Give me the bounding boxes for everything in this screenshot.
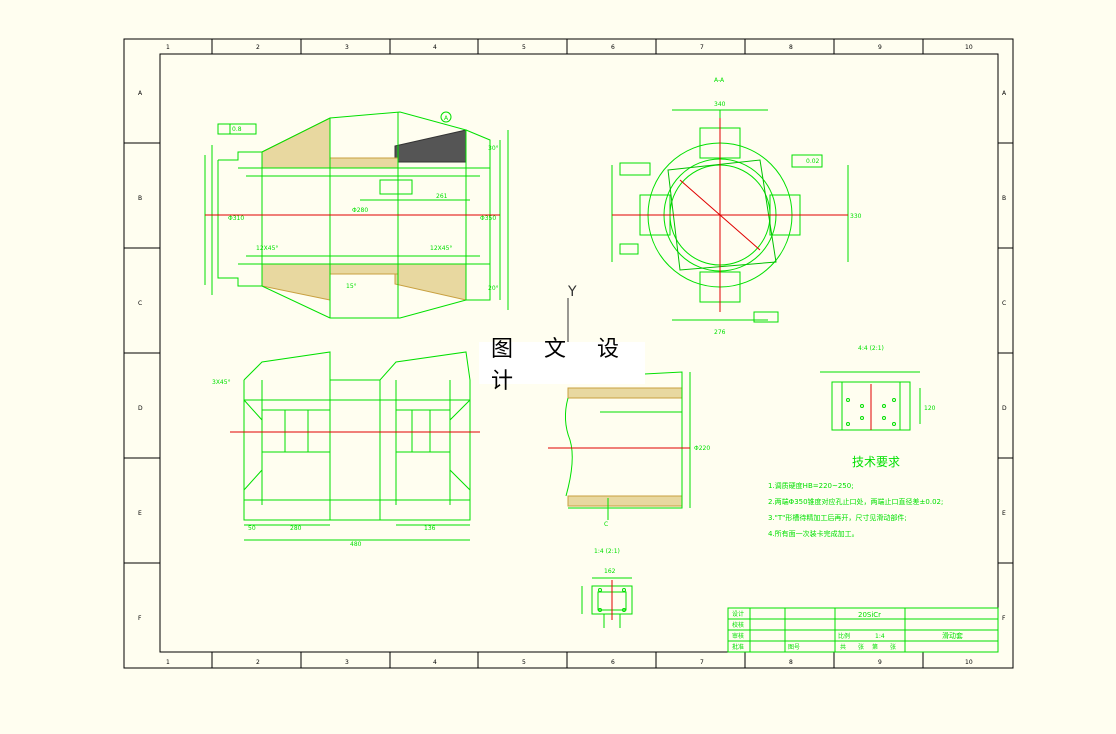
detail-c-view bbox=[581, 577, 633, 628]
dim-chamfer-left: 12X45° bbox=[256, 245, 278, 252]
section-c-labels: C Φ220 bbox=[604, 445, 710, 528]
col-label-top-9: 9 bbox=[878, 44, 882, 51]
dim-dia-280: Φ280 bbox=[352, 207, 368, 214]
dim-tolerance: 0.02 bbox=[806, 158, 820, 165]
title-scale-label: 比例 bbox=[838, 632, 850, 640]
row-label-left-B: B bbox=[138, 195, 142, 202]
outer-view-dims: 3X45° 50 280 136 480 bbox=[212, 379, 436, 548]
col-label-top-2: 2 bbox=[256, 44, 260, 51]
main-section-view bbox=[204, 111, 509, 319]
title-block-text: 设计 校核 审核 批准 图号 20SiCr 比例 1:4 滑动套 共 张 第 张 bbox=[732, 610, 963, 651]
watermark-badge: 图 文 设 计 bbox=[479, 337, 645, 394]
dim-width-120: 120 bbox=[924, 405, 936, 412]
frame-labels: 1 2 3 4 5 6 7 8 9 10 1 2 3 4 5 6 7 8 9 1… bbox=[138, 44, 1007, 666]
dim-width-340: 340 bbox=[714, 101, 726, 108]
tech-item-2: 2.两端Φ350锥度对应孔止口处，两端止口直径差±0.02; bbox=[768, 497, 943, 506]
title-row-design: 设计 bbox=[732, 610, 744, 618]
dim-dia-310: Φ310 bbox=[228, 215, 244, 222]
dim-length-50: 50 bbox=[248, 525, 256, 532]
datum-a-label: A bbox=[444, 115, 449, 122]
col-label-bottom-8: 8 bbox=[789, 659, 793, 666]
dim-dia-220: Φ220 bbox=[694, 445, 710, 452]
col-label-top-4: 4 bbox=[433, 44, 437, 51]
row-label-right-F: F bbox=[1002, 615, 1006, 622]
col-label-bottom-4: 4 bbox=[433, 659, 437, 666]
title-scale-value: 1:4 bbox=[875, 633, 885, 640]
col-label-top-3: 3 bbox=[345, 44, 349, 51]
col-label-bottom-2: 2 bbox=[256, 659, 260, 666]
col-label-bottom-7: 7 bbox=[700, 659, 704, 666]
main-section-dims: 12X45° 12X45° 15° 30° 20° 261 Φ310 Φ350 … bbox=[228, 115, 499, 292]
detail-d-title: 4:4 (2:1) bbox=[858, 345, 884, 352]
title-bottom-no: 第 bbox=[872, 643, 878, 651]
title-row-approve: 批准 bbox=[732, 643, 744, 651]
row-label-right-D: D bbox=[1002, 405, 1007, 412]
col-label-bottom-1: 1 bbox=[166, 659, 170, 666]
outer-view bbox=[243, 351, 471, 541]
col-label-bottom-6: 6 bbox=[611, 659, 615, 666]
dim-length-280: 280 bbox=[290, 525, 302, 532]
technical-requirements: 技术要求 1.调质硬度HB=220~250; 2.两端Φ350锥度对应孔止口处，… bbox=[768, 455, 943, 538]
col-label-bottom-5: 5 bbox=[522, 659, 526, 666]
dim-width-276: 276 bbox=[714, 329, 726, 336]
section-c-view bbox=[564, 371, 691, 520]
section-aa-view bbox=[611, 109, 849, 323]
row-label-left-F: F bbox=[138, 615, 142, 622]
dim-width-162: 162 bbox=[604, 568, 616, 575]
row-label-left-C: C bbox=[138, 300, 142, 307]
title-bottom-total: 共 bbox=[840, 643, 846, 651]
dim-angle-20: 20° bbox=[488, 285, 499, 292]
dim-length-480: 480 bbox=[350, 541, 362, 548]
row-label-right-C: C bbox=[1002, 300, 1006, 307]
row-label-left-A: A bbox=[138, 90, 143, 97]
detail-d-labels: 4:4 (2:1) 120 bbox=[858, 345, 936, 412]
section-aa-title: A-A bbox=[714, 77, 725, 84]
section-c-label: C bbox=[604, 521, 608, 528]
dim-chamfer-3x45: 3X45° bbox=[212, 379, 231, 386]
dim-roughness: 0.8 bbox=[232, 126, 242, 133]
col-label-top-5: 5 bbox=[522, 44, 526, 51]
dim-length-261: 261 bbox=[436, 193, 448, 200]
title-block bbox=[727, 607, 999, 653]
title-row-review: 审核 bbox=[732, 632, 744, 640]
title-material: 20SiCr bbox=[858, 611, 881, 619]
section-aa-diagonal bbox=[679, 179, 761, 251]
axis-y-label: Y bbox=[567, 284, 577, 300]
title-row-check: 校核 bbox=[732, 621, 744, 629]
row-label-left-E: E bbox=[138, 510, 142, 517]
col-label-top-8: 8 bbox=[789, 44, 793, 51]
col-label-bottom-9: 9 bbox=[878, 659, 882, 666]
detail-c-title: 1:4 (2:1) bbox=[594, 548, 620, 555]
dim-dia-350: Φ350 bbox=[480, 215, 496, 222]
tech-item-3: 3."T"形槽待精加工后再开，尺寸见滑动部件; bbox=[768, 513, 907, 522]
dim-angle-15: 15° bbox=[346, 283, 357, 290]
dim-angle-30: 30° bbox=[488, 145, 499, 152]
col-label-top-6: 6 bbox=[611, 44, 615, 51]
title-part-name: 滑动套 bbox=[942, 631, 963, 640]
dim-length-136: 136 bbox=[424, 525, 436, 532]
tech-item-1: 1.调质硬度HB=220~250; bbox=[768, 481, 854, 490]
dim-chamfer-right: 12X45° bbox=[430, 245, 452, 252]
tech-title: 技术要求 bbox=[852, 455, 900, 469]
row-label-right-A: A bbox=[1002, 90, 1007, 97]
col-label-top-1: 1 bbox=[166, 44, 170, 51]
section-aa-dims: A-A 340 276 330 0.02 bbox=[714, 77, 862, 336]
row-label-right-B: B bbox=[1002, 195, 1006, 202]
row-label-left-D: D bbox=[138, 405, 143, 412]
col-label-top-7: 7 bbox=[700, 44, 704, 51]
detail-d-view bbox=[820, 371, 921, 431]
dim-width-330: 330 bbox=[850, 213, 862, 220]
datum-a-circle bbox=[440, 111, 452, 123]
title-bottom-sheets: 张 bbox=[858, 643, 864, 651]
row-label-right-E: E bbox=[1002, 510, 1006, 517]
col-label-top-10: 10 bbox=[965, 44, 973, 51]
tech-item-4: 4.所有面一次装卡完成加工。 bbox=[768, 529, 859, 538]
title-drawing-no-label: 图号 bbox=[788, 644, 800, 651]
title-bottom-sheet: 张 bbox=[890, 643, 896, 651]
frame-grid-marks bbox=[124, 39, 1013, 668]
col-label-bottom-10: 10 bbox=[965, 659, 973, 666]
col-label-bottom-3: 3 bbox=[345, 659, 349, 666]
